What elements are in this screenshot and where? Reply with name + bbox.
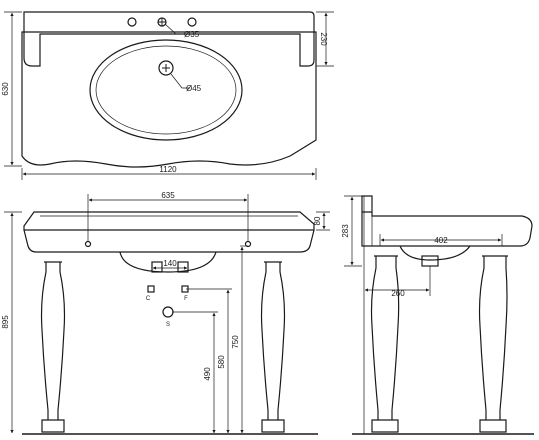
tap-hole-right bbox=[187, 17, 197, 27]
marker-s: S bbox=[166, 322, 170, 328]
label-height-490: 490 bbox=[203, 367, 212, 381]
label-rim-height: 80 bbox=[313, 216, 322, 225]
label-side-260: 260 bbox=[391, 289, 405, 298]
marker-c: C bbox=[146, 296, 151, 302]
top-view-basin bbox=[89, 39, 243, 141]
label-side-height: 283 bbox=[341, 224, 350, 238]
tap-hole-left bbox=[127, 17, 137, 27]
label-top-width: 1120 bbox=[159, 165, 177, 174]
label-tap-hole: Ø35 bbox=[184, 30, 200, 39]
front-view-left-leg bbox=[40, 261, 66, 433]
side-view-bowl bbox=[399, 245, 471, 261]
front-view-apron bbox=[23, 229, 315, 253]
label-back-height: 230 bbox=[319, 32, 328, 46]
label-side-402: 402 bbox=[434, 236, 448, 245]
label-trap-width: 140 bbox=[163, 259, 177, 268]
front-view-bowl bbox=[119, 251, 217, 273]
label-height-750: 750 bbox=[231, 335, 240, 349]
marker-f: F bbox=[184, 296, 188, 302]
top-view-backsplash bbox=[23, 11, 315, 67]
side-view-top bbox=[361, 212, 533, 247]
waste-outlet bbox=[162, 306, 174, 318]
top-view bbox=[21, 11, 317, 168]
front-view-rim bbox=[23, 211, 315, 231]
drain-hole bbox=[158, 60, 174, 76]
top-view-outline bbox=[21, 31, 317, 168]
label-overall-height: 895 bbox=[1, 315, 10, 329]
side-view-backsplash bbox=[361, 195, 373, 213]
top-view-basin-inner bbox=[95, 45, 237, 135]
side-view-front-leg bbox=[478, 255, 508, 433]
label-drain-hole: Ø45 bbox=[186, 84, 202, 93]
label-top-depth: 630 bbox=[1, 82, 10, 96]
side-view bbox=[352, 195, 534, 435]
label-height-580: 580 bbox=[217, 355, 226, 369]
side-view-back-leg bbox=[370, 255, 400, 433]
label-front-span: 635 bbox=[161, 191, 175, 200]
front-view-right-leg bbox=[260, 261, 286, 433]
